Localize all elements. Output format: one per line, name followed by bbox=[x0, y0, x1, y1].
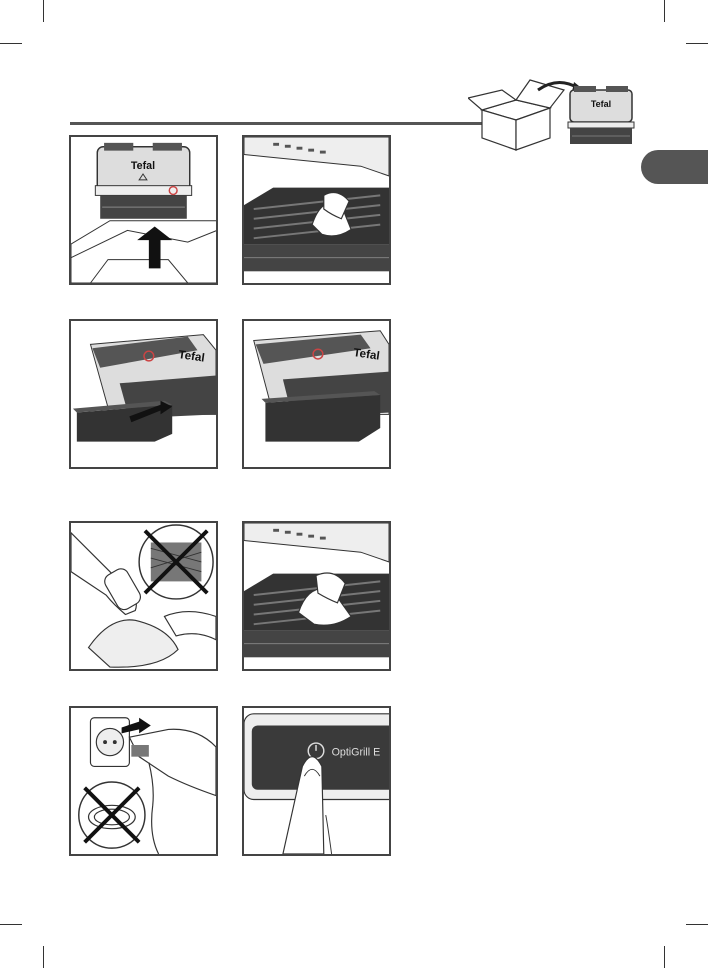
crop-mark bbox=[43, 0, 44, 22]
crop-mark bbox=[686, 43, 708, 44]
figure-no-abrasive bbox=[69, 521, 218, 671]
crop-mark bbox=[664, 946, 665, 968]
crop-mark bbox=[0, 43, 22, 44]
language-tab bbox=[641, 150, 708, 184]
figure-tray-inserted: Tefal bbox=[242, 319, 391, 469]
product-label: OptiGrill E bbox=[332, 747, 381, 759]
crop-mark bbox=[686, 924, 708, 925]
figure-insert-tray: Tefal bbox=[69, 319, 218, 469]
brand-logo: Tefal bbox=[131, 160, 155, 172]
figure-power-button: OptiGrill E bbox=[242, 706, 391, 856]
crop-mark bbox=[43, 946, 44, 968]
crop-mark bbox=[664, 0, 665, 22]
figure-unplug bbox=[69, 706, 218, 856]
figure-wipe-plate-2 bbox=[242, 521, 391, 671]
brand-logo: Tefal bbox=[591, 99, 611, 109]
unboxing-icon: Tefal bbox=[468, 72, 636, 152]
figure-wipe-plate bbox=[242, 135, 391, 285]
figure-unpack: Tefal bbox=[69, 135, 218, 285]
crop-mark bbox=[0, 924, 22, 925]
